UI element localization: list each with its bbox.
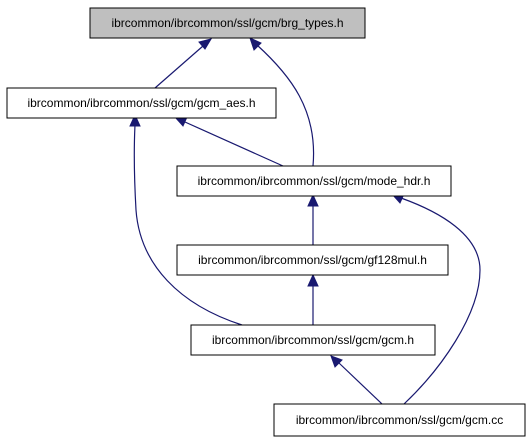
edge-mode-hdr-to-brg-types [249, 37, 315, 167]
edge-gf128mul-to-mode-hdr [307, 193, 319, 245]
edge-gcm-h-to-gf128mul [307, 273, 319, 325]
node-brg-types[interactable]: ibrcommon/ibrcommon/ssl/gcm/brg_types.h [89, 7, 366, 39]
node-gcm-cc[interactable]: ibrcommon/ibrcommon/ssl/gcm/gcm.cc [273, 403, 526, 437]
node-mode-hdr-box [176, 165, 452, 197]
node-gcm-aes[interactable]: ibrcommon/ibrcommon/ssl/gcm/gcm_aes.h [6, 87, 277, 119]
edge-gcm-cc-to-mode-hdr [390, 193, 481, 405]
node-gcm-cc-label: ibrcommon/ibrcommon/ssl/gcm/gcm.cc [296, 413, 503, 427]
node-gf128mul-label: ibrcommon/ibrcommon/ssl/gcm/gf128mul.h [198, 253, 427, 267]
node-gf128mul-box [176, 244, 449, 276]
edge-gcm-aes-to-brg-types [154, 38, 213, 89]
node-brg-types-box [89, 7, 366, 39]
node-brg-types-label: ibrcommon/ibrcommon/ssl/gcm/brg_types.h [111, 16, 343, 30]
node-gcm-h-label: ibrcommon/ibrcommon/ssl/gcm/gcm.h [212, 333, 414, 347]
node-mode-hdr[interactable]: ibrcommon/ibrcommon/ssl/gcm/mode_hdr.h [176, 165, 452, 197]
edge-mode-hdr-to-gcm-aes [173, 116, 284, 167]
edge-gcm-cc-to-gcm-h [330, 355, 383, 405]
node-gcm-aes-box [6, 87, 277, 119]
node-gcm-aes-label: ibrcommon/ibrcommon/ssl/gcm/gcm_aes.h [27, 96, 255, 110]
node-gcm-cc-box [273, 403, 526, 437]
node-gf128mul[interactable]: ibrcommon/ibrcommon/ssl/gcm/gf128mul.h [176, 244, 449, 276]
nodes: ibrcommon/ibrcommon/ssl/gcm/brg_types.h … [6, 7, 526, 437]
node-gcm-h-box [190, 324, 436, 356]
edges [129, 37, 481, 405]
node-mode-hdr-label: ibrcommon/ibrcommon/ssl/gcm/mode_hdr.h [198, 174, 431, 188]
edge-gcm-h-to-gcm-aes [129, 113, 243, 326]
node-gcm-h[interactable]: ibrcommon/ibrcommon/ssl/gcm/gcm.h [190, 324, 436, 356]
